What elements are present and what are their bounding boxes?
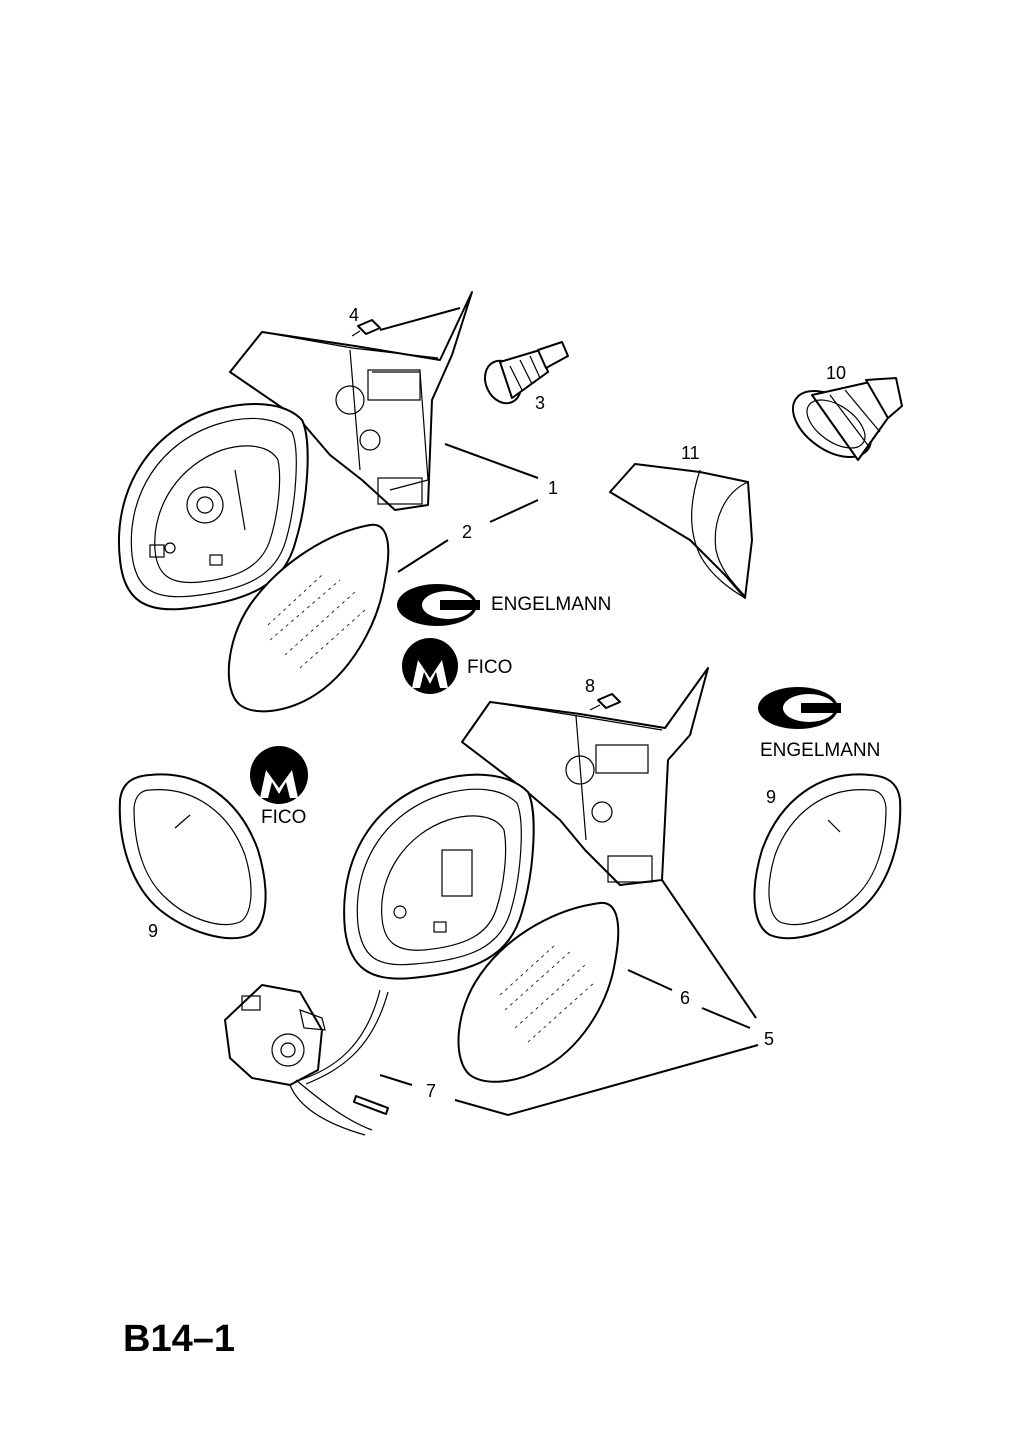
brand-label: ENGELMANN <box>491 594 611 615</box>
brand-label: FICO <box>261 807 306 828</box>
mirror-glass-part-6 <box>457 901 620 1083</box>
boot-part-3 <box>484 341 569 405</box>
engelmann-logo-right <box>758 687 841 729</box>
cover-part-11 <box>609 463 753 599</box>
callout-number: 3 <box>535 393 545 413</box>
frame-part-9-right <box>753 773 902 940</box>
callout-number: 8 <box>585 676 595 696</box>
screw-part-4 <box>351 319 381 337</box>
screw-part-8 <box>589 693 621 711</box>
callout-number: 1 <box>548 478 558 498</box>
mirror-housing-lower <box>343 667 709 980</box>
leader-lines <box>379 307 759 1117</box>
callout-number: 7 <box>426 1081 436 1101</box>
callout-number: 6 <box>680 988 690 1008</box>
fico-logo-left <box>250 746 308 804</box>
callout-number: 11 <box>681 443 700 463</box>
fico-logo-top <box>402 638 458 694</box>
callout-number: 5 <box>764 1029 774 1049</box>
callout-number: 4 <box>349 305 359 325</box>
page-id-label: B14–1 <box>123 1318 235 1360</box>
motor-part-7 <box>224 984 389 1136</box>
engelmann-logo-top <box>397 584 480 626</box>
callout-number: 10 <box>826 363 846 383</box>
brand-label: ENGELMANN <box>760 740 880 761</box>
mirror-housing-upper <box>118 291 473 611</box>
boot-part-10 <box>791 377 903 461</box>
callout-number: 9 <box>148 921 158 941</box>
callout-number: 2 <box>462 522 472 542</box>
callout-number: 9 <box>766 787 776 807</box>
brand-label: FICO <box>467 657 512 678</box>
mirror-glass-part-2 <box>227 523 390 713</box>
frame-part-9-left <box>118 773 267 940</box>
